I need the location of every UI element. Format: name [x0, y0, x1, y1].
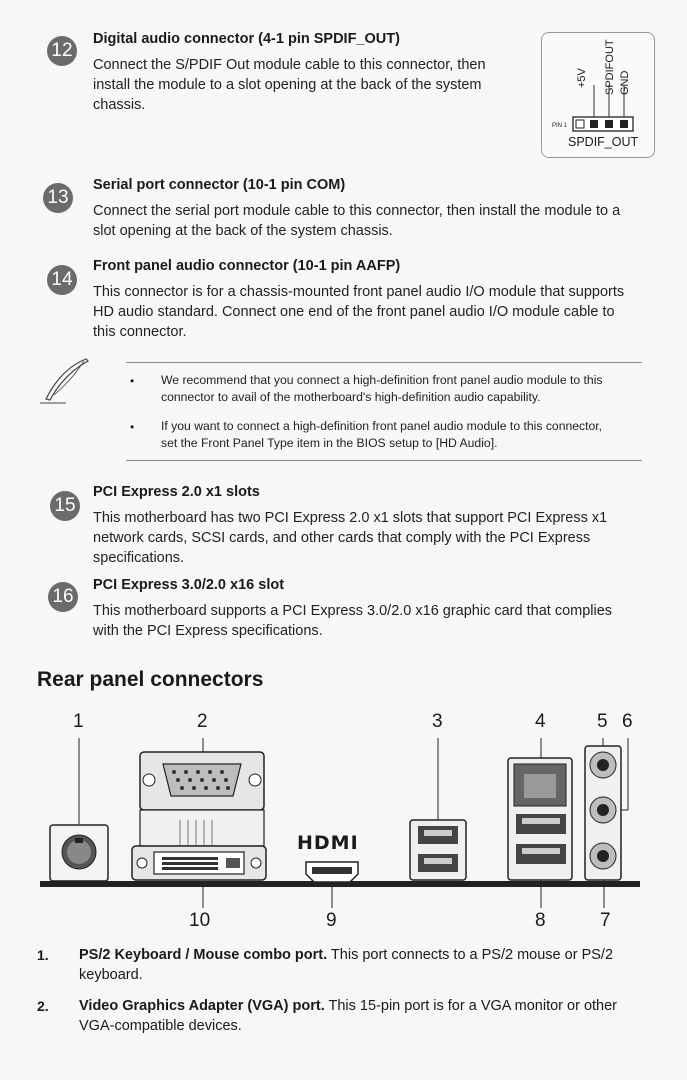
section-title: Serial port connector (10-1 pin COM) — [93, 177, 346, 193]
section-number-badge: 12 — [47, 36, 77, 66]
list-item-title: PS/2 Keyboard / Mouse combo port. — [79, 947, 328, 963]
body-line: network cards, SCSI cards, and other car… — [93, 530, 591, 546]
spdif-out-label: SPDIF_OUT — [568, 135, 639, 149]
note-line: connector to avail of the motherboard's … — [161, 390, 541, 404]
callout-number: 1 — [73, 711, 84, 732]
note-line: set the Front Panel Type item in the BIO… — [161, 436, 498, 450]
lan-usb-stack — [507, 757, 573, 881]
section-body: This motherboard supports a PCI Express … — [93, 601, 612, 641]
section-number-badge: 16 — [48, 582, 78, 612]
rear-panel-heading: Rear panel connectors — [37, 668, 264, 691]
note-line: If you want to connect a high-definition… — [161, 419, 603, 433]
section-body: This motherboard has two PCI Express 2.0… — [93, 508, 607, 568]
section-body: This connector is for a chassis-mounted … — [93, 282, 624, 342]
callout-number: 10 — [189, 910, 211, 931]
section-title: PCI Express 3.0/2.0 x16 slot — [93, 577, 285, 593]
list-item: Video Graphics Adapter (VGA) port. This … — [79, 996, 659, 1036]
body-line: slot opening at the back of the system c… — [93, 223, 393, 239]
list-item-text: This 15-pin port is for a VGA monitor or… — [324, 998, 618, 1014]
callout-number: 2 — [197, 711, 208, 732]
note-bottom-rule — [126, 460, 642, 461]
callout-number: 6 — [622, 711, 633, 732]
body-line: Connect the serial port module cable to … — [93, 203, 621, 219]
rear-panel-diagram — [40, 738, 640, 908]
list-line: PS/2 Keyboard / Mouse combo port. This p… — [79, 945, 659, 965]
spdif-pin-header-graphic — [572, 85, 634, 132]
note-item: We recommend that you connect a high-def… — [161, 372, 603, 406]
list-item: PS/2 Keyboard / Mouse combo port. This p… — [79, 945, 659, 985]
body-line: this connector. — [93, 324, 187, 340]
body-line: This motherboard supports a PCI Express … — [93, 603, 613, 619]
usb-ports-stack — [409, 819, 467, 881]
callout-number: 5 — [597, 711, 608, 732]
body-line: chassis. — [93, 97, 146, 113]
spdif-diagram: +5V SPDIFOUT GND PIN 1 SPDIF_OUT — [541, 32, 655, 158]
note-top-rule — [126, 362, 642, 363]
section-number-badge: 14 — [47, 265, 77, 295]
pin-label-spdifout: SPDIFOUT — [604, 39, 616, 95]
list-line-cont: VGA-compatible devices. — [79, 1018, 242, 1034]
audio-jacks — [584, 745, 622, 881]
note-item: If you want to connect a high-definition… — [161, 418, 602, 452]
section-number-badge: 13 — [43, 183, 73, 213]
section-title: Digital audio connector (4-1 pin SPDIF_O… — [93, 31, 400, 47]
callout-number: 4 — [535, 711, 546, 732]
vga-port — [139, 751, 265, 847]
body-line: This motherboard has two PCI Express 2.0… — [93, 510, 608, 526]
callout-number: 8 — [535, 910, 546, 931]
section-body: Connect the serial port module cable to … — [93, 201, 620, 241]
body-line: with the PCI Express specifications. — [93, 623, 323, 639]
body-line: specifications. — [93, 550, 185, 566]
note-bullet: • — [130, 374, 135, 388]
list-item-title: Video Graphics Adapter (VGA) port. — [79, 998, 325, 1014]
pin1-label: PIN 1 — [552, 123, 568, 129]
list-number: 2. — [37, 998, 49, 1014]
section-title: PCI Express 2.0 x1 slots — [93, 484, 260, 500]
note-line: We recommend that you connect a high-def… — [161, 373, 603, 387]
dvi-port — [131, 845, 267, 881]
section-title: Front panel audio connector (10-1 pin AA… — [93, 258, 401, 274]
pin-label-gnd: GND — [619, 70, 631, 95]
callout-number: 7 — [600, 910, 611, 931]
body-line: Connect the S/PDIF Out module cable to t… — [93, 57, 486, 73]
pin-label-5v: +5V — [576, 68, 588, 88]
section-number-badge: 15 — [50, 491, 80, 521]
body-line: install the module to a slot opening at … — [93, 77, 482, 93]
section-body: Connect the S/PDIF Out module cable to t… — [93, 55, 486, 115]
list-line-cont: keyboard. — [79, 967, 143, 983]
note-feather-icon — [36, 355, 96, 412]
ps2-port — [49, 824, 109, 882]
list-line: Video Graphics Adapter (VGA) port. This … — [79, 996, 659, 1016]
hdmi-port — [305, 861, 359, 883]
note-bullet: • — [130, 420, 135, 434]
body-line: This connector is for a chassis-mounted … — [93, 284, 625, 300]
list-item-text: This port connects to a PS/2 mouse or PS… — [327, 947, 614, 963]
list-number: 1. — [37, 947, 49, 963]
callout-number: 3 — [432, 711, 443, 732]
callout-number: 9 — [326, 910, 337, 931]
body-line: HD audio standard. Connect one end of th… — [93, 304, 615, 320]
hdmi-logo: HDMI — [297, 832, 359, 854]
